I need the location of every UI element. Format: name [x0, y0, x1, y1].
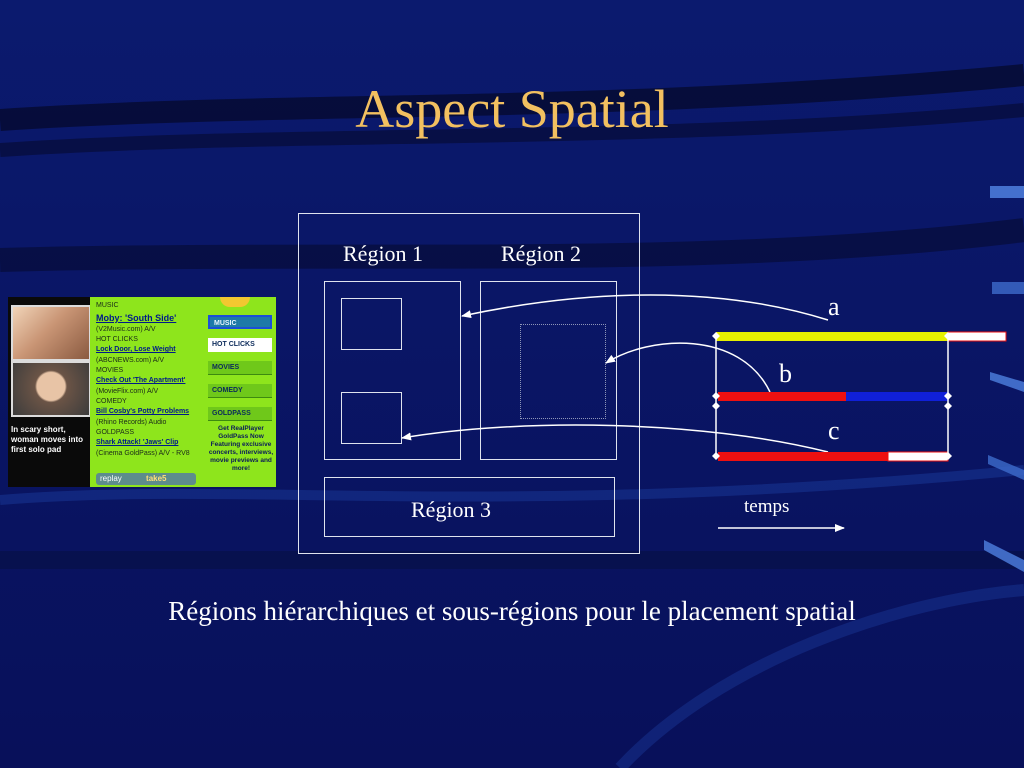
nav-comedy[interactable]: COMEDY [208, 384, 272, 398]
replay-button[interactable]: replay take5 [96, 473, 196, 485]
screenshot-line[interactable]: Lock Door, Lose Weight [96, 346, 176, 353]
video-description: In scary short, woman moves into first s… [11, 425, 84, 454]
screenshot-line[interactable]: Moby: 'South Side' [96, 312, 177, 323]
timeline-label-b: b [779, 359, 792, 388]
timeline-label-a: a [828, 292, 840, 321]
screenshot-line: GOLDPASS [96, 428, 134, 436]
screenshot-line[interactable]: Shark Attack! 'Jaws' Clip [96, 439, 179, 446]
sub-region-2a [520, 324, 606, 419]
screenshot-line: (V2Music.com) A/V [96, 325, 156, 333]
web-page-screenshot: In scary short, woman moves into first s… [8, 297, 276, 487]
screenshot-line: HOT CLICKS [96, 335, 138, 343]
slide-title: Aspect Spatial [355, 79, 669, 139]
content-panel: MUSIC Moby: 'South Side' (V2Music.com) A/V… [90, 297, 276, 487]
screenshot-line[interactable]: Check Out 'The Apartment' [96, 377, 186, 384]
screenshot-line: (MovieFlix.com) A/V [96, 387, 159, 395]
screenshot-line: (Cinema GoldPass) A/V - RV8 [96, 449, 190, 457]
temps-label: temps [744, 496, 790, 517]
nav-hot-clicks[interactable]: HOT CLICKS [208, 338, 272, 352]
screenshot-line[interactable]: Bill Cosby's Potty Problems [96, 408, 190, 415]
region-2-label: Région 2 [501, 241, 582, 266]
video-still-1 [11, 305, 91, 361]
screenshot-line: (Rhino Records) Audio [96, 418, 167, 426]
link-list: MUSIC Moby: 'South Side' (V2Music.com) A/V… [90, 297, 205, 487]
take5-logo: take5 [146, 474, 167, 483]
nav-goldpass[interactable]: GOLDPASS [208, 407, 272, 421]
panel-tab [220, 297, 250, 307]
nav-movies[interactable]: MOVIES [208, 361, 272, 375]
sub-region-1a [341, 298, 402, 350]
video-still-2 [11, 361, 91, 417]
region-1 [324, 281, 461, 460]
screenshot-line: COMEDY [96, 397, 127, 405]
region-1-label: Région 1 [343, 241, 424, 266]
replay-label: replay [100, 474, 122, 483]
promo-text: Get RealPlayer GoldPass Now Featuring ex… [208, 425, 274, 472]
screenshot-line: MUSIC [96, 302, 119, 309]
nav-music[interactable]: MUSIC [208, 315, 272, 329]
region-3-label: Région 3 [411, 497, 492, 522]
screenshot-line: (ABCNEWS.com) A/V [96, 356, 165, 364]
region-3 [324, 477, 615, 537]
screenshot-line: MOVIES [96, 366, 124, 374]
sub-region-1b [341, 392, 402, 444]
slide-caption: Régions hiérarchiques et sous-régions po… [168, 596, 856, 626]
timeline-label-c: c [828, 416, 840, 445]
